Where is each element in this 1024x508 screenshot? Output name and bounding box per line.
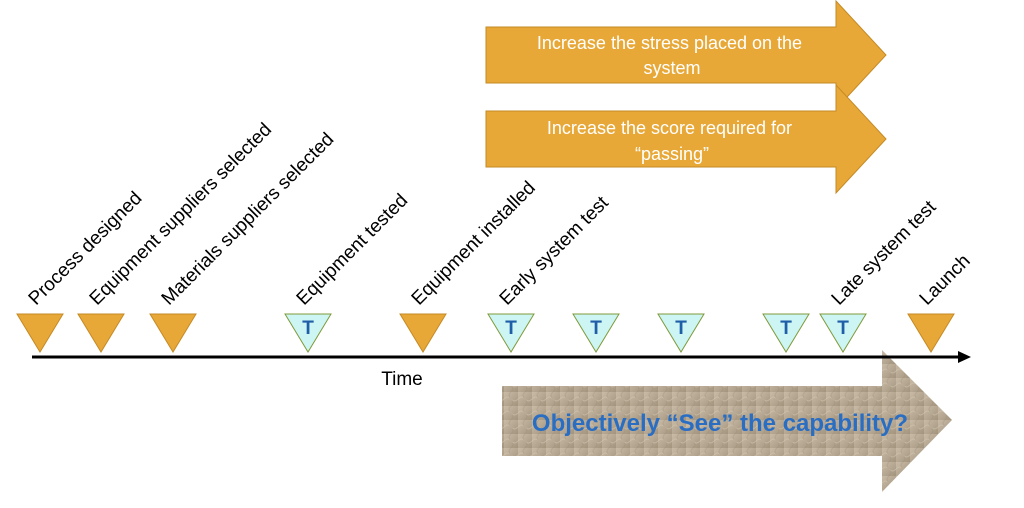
test-marker-triangle: [819, 313, 867, 353]
score-arrow-line-1: Increase the score required for: [547, 118, 792, 138]
time-axis-arrowhead: [958, 351, 971, 363]
stress-arrow: Increase the stress placed on the system: [485, 0, 887, 111]
milestone-marker-triangle: [907, 313, 955, 353]
test-marker-letter: T: [837, 318, 849, 339]
test-marker-letter: T: [505, 318, 517, 339]
milestone-marker-triangle: [149, 313, 197, 353]
score-arrow: Increase the score required for “passing…: [485, 83, 887, 195]
score-arrow-shape: [485, 83, 887, 195]
milestone: Launch: [907, 251, 975, 353]
milestone-marker-triangle: [77, 313, 125, 353]
time-axis: Time: [32, 351, 971, 390]
score-arrow-line-2: “passing”: [635, 144, 709, 164]
milestone-label: Launch: [916, 251, 975, 310]
capability-question: Objectively “See” the capability?: [532, 410, 908, 437]
milestone-marker-triangle: [16, 313, 64, 353]
milestone: T Equipment tested: [284, 190, 412, 353]
test-marker-letter: T: [590, 318, 602, 339]
test-marker-triangle: [284, 313, 332, 353]
test-marker-letter: T: [780, 318, 792, 339]
milestone-marker-triangle: [399, 313, 447, 353]
milestone: T: [657, 313, 705, 353]
stress-arrow-label: Increase the stress placed on the system: [537, 33, 807, 78]
milestone: T: [572, 313, 620, 353]
milestone-label: Process designed: [25, 188, 147, 310]
test-marker-letter: T: [675, 318, 687, 339]
capability-arrow: Objectively “See” the capability?: [502, 350, 952, 492]
test-marker-letter: T: [302, 318, 314, 339]
capability-arrow-shape: [502, 350, 952, 492]
time-axis-label: Time: [381, 369, 423, 390]
test-marker-triangle: [487, 313, 535, 353]
milestone: T: [762, 313, 810, 353]
score-arrow-label: Increase the score required for “passing…: [547, 118, 797, 164]
test-marker-triangle: [572, 313, 620, 353]
milestone-label: Equipment tested: [293, 190, 412, 309]
test-marker-triangle: [657, 313, 705, 353]
stress-arrow-line-2: system: [643, 58, 700, 78]
stress-arrow-line-1: Increase the stress placed on the: [537, 33, 802, 53]
stress-arrow-shape: [485, 0, 887, 111]
test-marker-triangle: [762, 313, 810, 353]
